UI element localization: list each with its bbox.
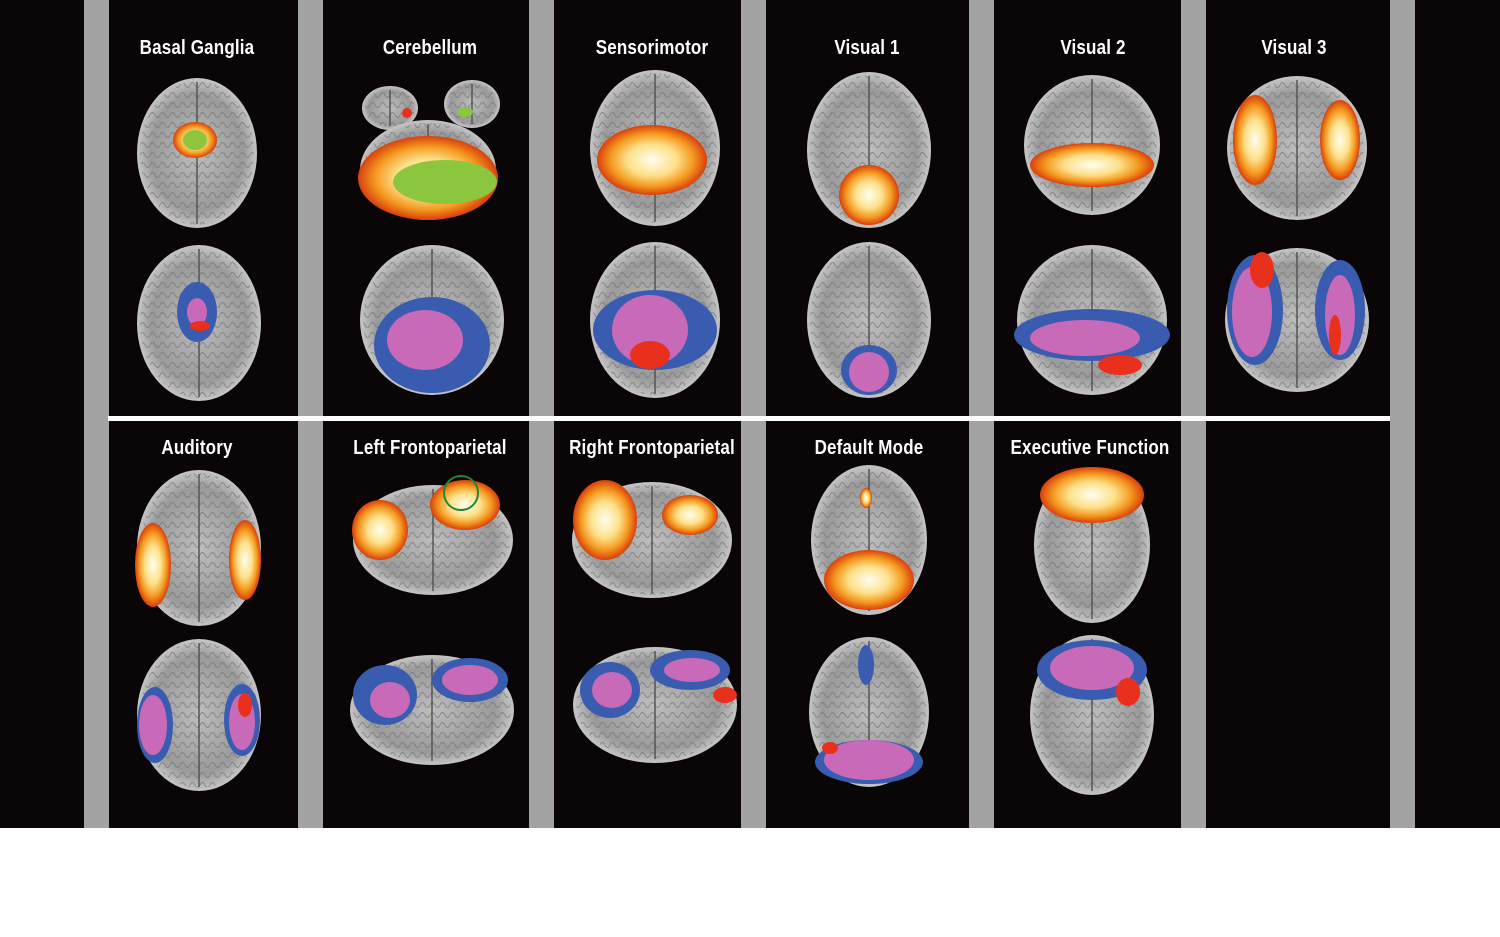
divider-bar — [84, 0, 109, 828]
overlap-blob — [824, 740, 914, 780]
overlap-blob — [664, 658, 720, 682]
panel-title: Visual 3 — [1261, 37, 1327, 59]
activation-blob — [573, 480, 637, 560]
panel-title: Left Frontoparietal — [353, 437, 507, 459]
red-map-blob — [1250, 252, 1274, 288]
divider-bar — [1390, 0, 1415, 828]
activation-blob — [662, 495, 718, 535]
divider-bar — [298, 0, 323, 828]
red-map-blob — [1329, 315, 1341, 355]
panel-title: Default Mode — [814, 437, 924, 459]
row-divider — [108, 416, 1390, 421]
panel-title: Right Frontoparietal — [569, 437, 735, 459]
brain-images — [135, 70, 1369, 795]
activation-blob — [135, 523, 171, 607]
red-map-blob — [822, 742, 838, 754]
activation-blob — [1030, 143, 1154, 187]
activation-blob — [1040, 467, 1144, 523]
overlap-blob — [187, 298, 207, 326]
red-map-blob — [402, 108, 412, 118]
activation-blob — [1233, 95, 1277, 185]
panel-title: Sensorimotor — [595, 37, 709, 59]
activation-blob — [352, 500, 408, 560]
activation-blob — [430, 480, 500, 530]
red-map-blob — [190, 321, 210, 331]
red-map-blob — [630, 341, 670, 369]
overlap-blob — [1030, 320, 1140, 356]
overlap-blob — [370, 682, 410, 718]
overlap-blob — [387, 310, 463, 370]
overlap-blob — [612, 295, 688, 365]
overlap-blob — [592, 672, 632, 708]
overlap-blob — [1232, 267, 1272, 357]
red-map-blob — [238, 693, 252, 717]
divider-bar — [1181, 0, 1206, 828]
overlap-blob — [849, 352, 889, 392]
activation-blob — [597, 125, 707, 195]
red-map-blob — [1098, 355, 1142, 375]
overlap-blob — [442, 665, 498, 695]
panel-title: Auditory — [161, 437, 233, 459]
panel-title: Cerebellum — [382, 37, 478, 59]
panel-title: Executive Function — [1010, 437, 1170, 459]
red-map-blob — [1116, 678, 1140, 706]
green-map-blob — [393, 160, 497, 204]
activation-blob — [839, 165, 899, 225]
divider-bar — [969, 0, 994, 828]
activation-blob — [1320, 100, 1360, 180]
overlap-blob — [139, 695, 167, 755]
red-map-blob — [713, 687, 737, 703]
green-map-blob — [183, 130, 207, 150]
activation-blob — [229, 520, 261, 600]
overlap-blob — [1050, 646, 1134, 690]
panel-title: Visual 1 — [834, 37, 900, 59]
figure-panel-area: Basal Ganglia Cerebellum Sensorimotor Vi… — [0, 0, 1500, 828]
panel-title: Basal Ganglia — [139, 37, 255, 59]
activation-blob — [824, 550, 914, 610]
divider-bar — [529, 0, 554, 828]
panel-title: Visual 2 — [1060, 37, 1126, 59]
green-map-blob — [457, 107, 473, 117]
activation-blob — [860, 488, 872, 508]
divider-bar — [741, 0, 766, 828]
blue-map-blob — [858, 645, 874, 685]
circle-marker — [443, 475, 479, 511]
